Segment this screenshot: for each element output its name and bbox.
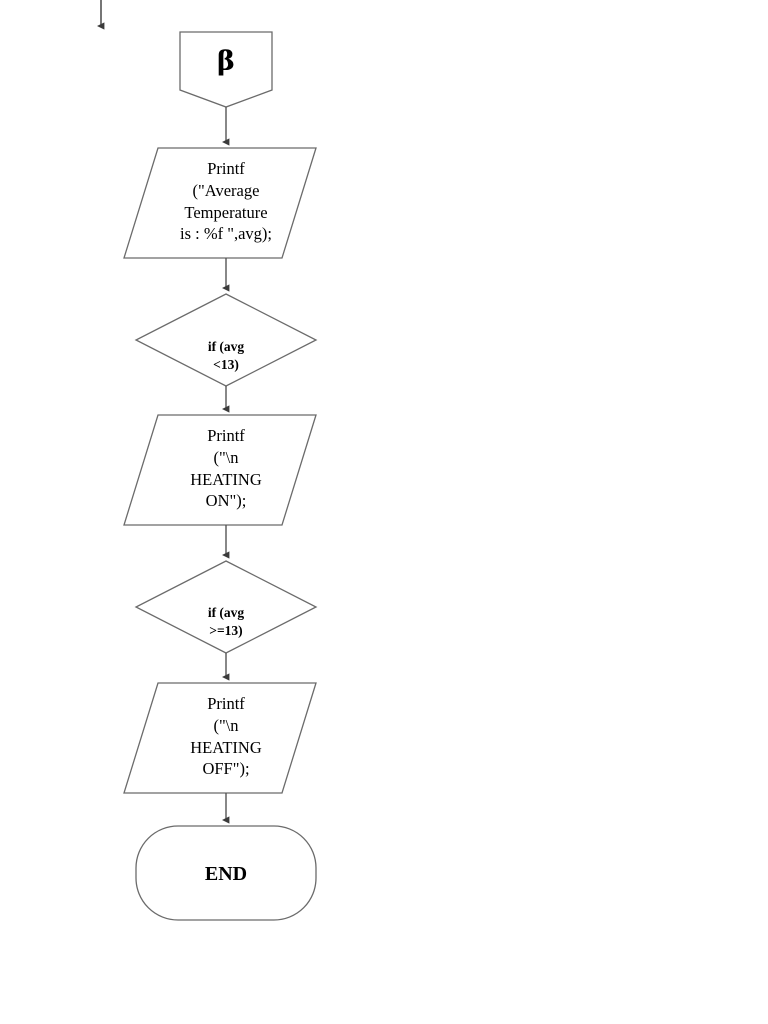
node-decision-avg-lt-13-diamond[interactable] [134,293,318,387]
node-print-average-parallelogram[interactable] [123,147,317,259]
node-end-terminal-rounded-rect[interactable] [135,825,317,921]
node-decision-avg-gte-13-diamond[interactable] [134,560,318,654]
node-print-heating-on-parallelogram[interactable] [123,414,317,526]
node-start-connector-pentagon[interactable] [179,31,273,108]
node-print-heating-off-parallelogram[interactable] [123,682,317,794]
